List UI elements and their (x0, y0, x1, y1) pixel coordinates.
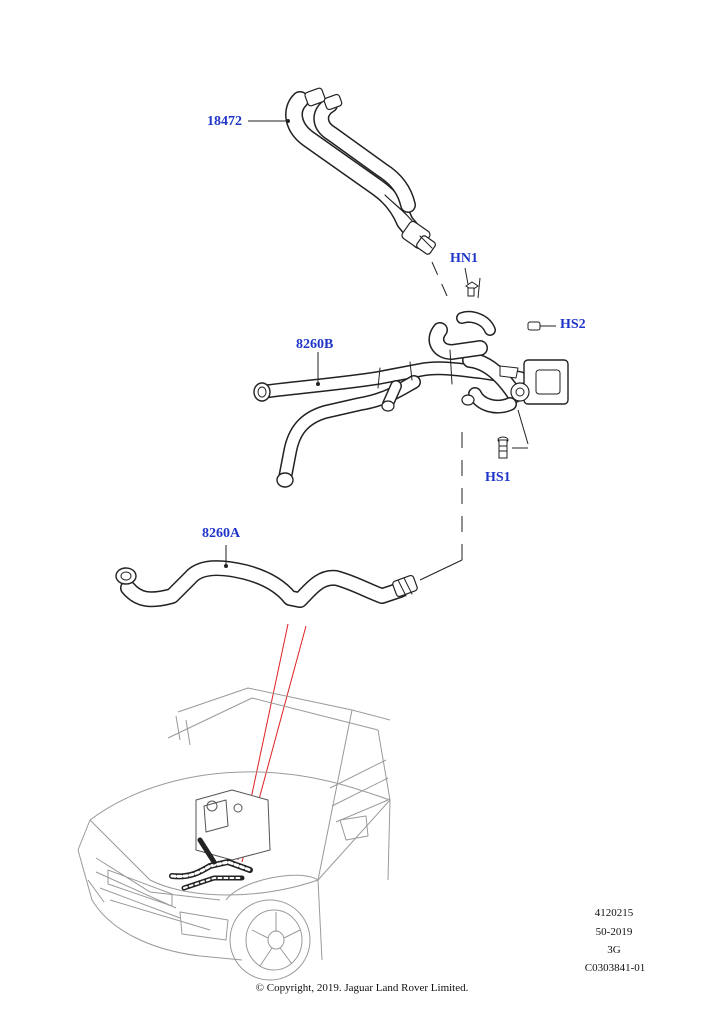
copyright-notice: © Copyright, 2019. Jaguar Land Rover Lim… (255, 982, 469, 994)
bolt-hs1[interactable] (497, 436, 509, 459)
date-code: 50-2019 (595, 926, 633, 938)
callout-8260b[interactable]: 8260B (296, 337, 334, 352)
callout-hs2[interactable]: HS2 (560, 317, 586, 332)
drawing-number: C0303841-01 (584, 962, 646, 974)
screw-hs2[interactable] (527, 321, 556, 331)
hose-8260a[interactable] (115, 560, 418, 608)
vehicle-locator-view (77, 687, 391, 981)
fastener-hn1[interactable] (465, 281, 479, 297)
locator-highlight (169, 837, 253, 891)
callout-18472[interactable]: 18472 (207, 114, 242, 129)
hose-assembly-8260b[interactable] (253, 310, 569, 488)
illustration-code: 4120215 (594, 907, 634, 919)
revision-code: 3G (607, 944, 621, 956)
hose-18472[interactable] (285, 87, 437, 255)
callout-hs1[interactable]: HS1 (485, 470, 511, 485)
callout-hn1[interactable]: HN1 (450, 251, 478, 266)
callout-8260a[interactable]: 8260A (202, 526, 241, 541)
